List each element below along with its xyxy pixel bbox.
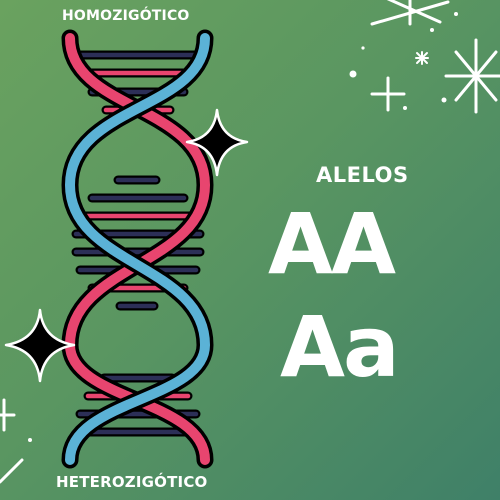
allele-pair-heterozygous: Aa xyxy=(280,298,400,396)
alleles-title: ALELOS xyxy=(316,163,409,187)
heterozygous-label: HETEROZIGÓTICO xyxy=(56,473,208,491)
homozygous-label: HOMOZIGÓTICO xyxy=(62,8,190,24)
allele-pair-homozygous: AA xyxy=(268,195,396,293)
